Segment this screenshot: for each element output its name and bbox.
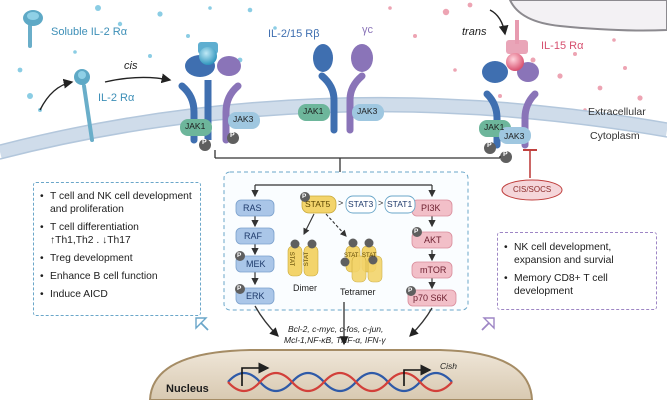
cis-label: cis: [124, 60, 138, 72]
nk-outcome-item: NK cell development, expansion and survi…: [504, 241, 650, 267]
nucleus-arrows: [254, 302, 433, 346]
cis-arrow: [104, 73, 172, 84]
jak-group-3: [479, 120, 531, 163]
cis-socs-bubble: [501, 179, 563, 201]
trans-label: trans: [462, 26, 487, 38]
tcell-outcome-item: Treg development: [40, 252, 194, 265]
stat5-node: STAT5: [305, 199, 331, 209]
stat5-dimer: [287, 239, 319, 277]
soluble-il2ra-label: Soluble IL-2 Rα: [51, 26, 128, 38]
cis-socs-label: CIS/SOCS: [513, 185, 552, 194]
raf-node: RAF: [244, 231, 262, 241]
tcell-outcomes-list: T cell and NK cell development and proli…: [40, 190, 194, 301]
transcription-arrows: [241, 362, 432, 386]
nk-outcome-item: Memory CD8+ T cell development: [504, 272, 650, 298]
dna-helix: [227, 371, 453, 393]
ras-node: RAS: [243, 203, 262, 213]
dimer-label: Dimer: [293, 283, 317, 293]
jak1-label-3: JAK1: [484, 122, 505, 132]
phospho-2: P: [230, 132, 235, 139]
mtor-node: mTOR: [420, 265, 447, 275]
gt-2: >: [378, 198, 384, 208]
phospho-4: P: [503, 151, 508, 158]
nucleus: [148, 349, 534, 400]
erk-node: ERK: [246, 291, 265, 301]
tcell-outcome-item: Induce AICD: [40, 288, 194, 301]
soluble-il2ra-glyph: [23, 10, 43, 48]
cytoplasm-label: Cytoplasm: [590, 130, 640, 142]
nk-outcomes-list: NK cell development, expansion and survi…: [504, 241, 650, 298]
receptor-complex-trans: [482, 20, 539, 149]
phospho-1: P: [202, 139, 207, 146]
neighbor-cell: [508, 0, 667, 32]
tcell-outcome-item: T cell and NK cell development and proli…: [40, 190, 194, 216]
dimer-stat-a: STAT: [288, 251, 295, 267]
jak3-label-1: JAK3: [233, 114, 254, 124]
il15-particles: [388, 2, 643, 112]
il15ra-label: IL-15 Rα: [541, 40, 584, 52]
jak-group-2: [298, 104, 384, 121]
th-shift-text: ↑Th1,Th2 . ↓Th17: [50, 235, 131, 246]
gt-1: >: [338, 198, 344, 208]
dimer-stat-b: STAT: [304, 251, 311, 267]
genes-line-2: Mcl-1,NF-κB, TNF-α, IFN-γ: [284, 335, 386, 345]
gamma-c-label: γc: [362, 24, 373, 36]
il2-particles: [17, 5, 277, 112]
phospho-erk: P: [237, 285, 242, 292]
phospho-p70: P: [408, 287, 413, 294]
akt-node: AKT: [424, 235, 442, 245]
stat-shapes: [300, 192, 416, 214]
p70s6k-node: p70 S6K: [413, 293, 448, 303]
trans-arrow: [489, 9, 509, 36]
nucleus-label: Nucleus: [166, 383, 209, 395]
pi3k-pathway-shapes: [407, 199, 457, 307]
tcell-outcomes-box: T cell and NK cell development and proli…: [33, 182, 201, 316]
mek-node: MEK: [246, 259, 266, 269]
cish-label: Cish: [440, 361, 458, 371]
outcome-arrow-left: [195, 317, 209, 331]
jak3-label-2: JAK3: [357, 106, 378, 116]
nk-outcomes-box: NK cell development, expansion and survi…: [497, 232, 657, 310]
phospho-3: P: [487, 142, 492, 149]
stat1-node: STAT1: [387, 199, 413, 209]
tcell-outcome-item: T cell differentiation↑Th1,Th2 . ↓Th17: [40, 221, 194, 247]
phospho-stat5: P: [302, 193, 307, 200]
phospho-akt: P: [414, 228, 419, 235]
jak-group-1: [180, 112, 260, 151]
il215rb-label: IL-2/15 Rβ: [268, 28, 320, 40]
il2ra-label: IL-2 Rα: [98, 92, 135, 104]
tetramer-stat-b: STAT: [362, 253, 377, 259]
stat3-node: STAT3: [348, 199, 374, 209]
jak1-label-1: JAK1: [185, 121, 206, 131]
pi3k-node: PI3K: [421, 203, 441, 213]
jak1-label-2: JAK1: [303, 106, 324, 116]
tcell-outcome-item: Enhance B cell function: [40, 270, 194, 283]
outcome-arrow-right: [481, 317, 495, 331]
receptor-complex-beta-gc: [313, 44, 373, 134]
tetramer-stat-a: STAT: [344, 253, 359, 259]
ras-pathway-shapes: [235, 199, 275, 305]
genes-line-1: Bcl-2, c-myc, c-fos, c-jun,: [288, 324, 384, 334]
phospho-mek: P: [237, 252, 242, 259]
tetramer-label: Tetramer: [340, 287, 376, 297]
soluble-to-membrane-arrow: [39, 78, 74, 111]
il2ra-glyph: [74, 69, 94, 142]
stat5-tetramer: [340, 238, 383, 283]
extracellular-label: Extracellular: [588, 106, 646, 118]
jak3-label-3: JAK3: [504, 131, 525, 141]
